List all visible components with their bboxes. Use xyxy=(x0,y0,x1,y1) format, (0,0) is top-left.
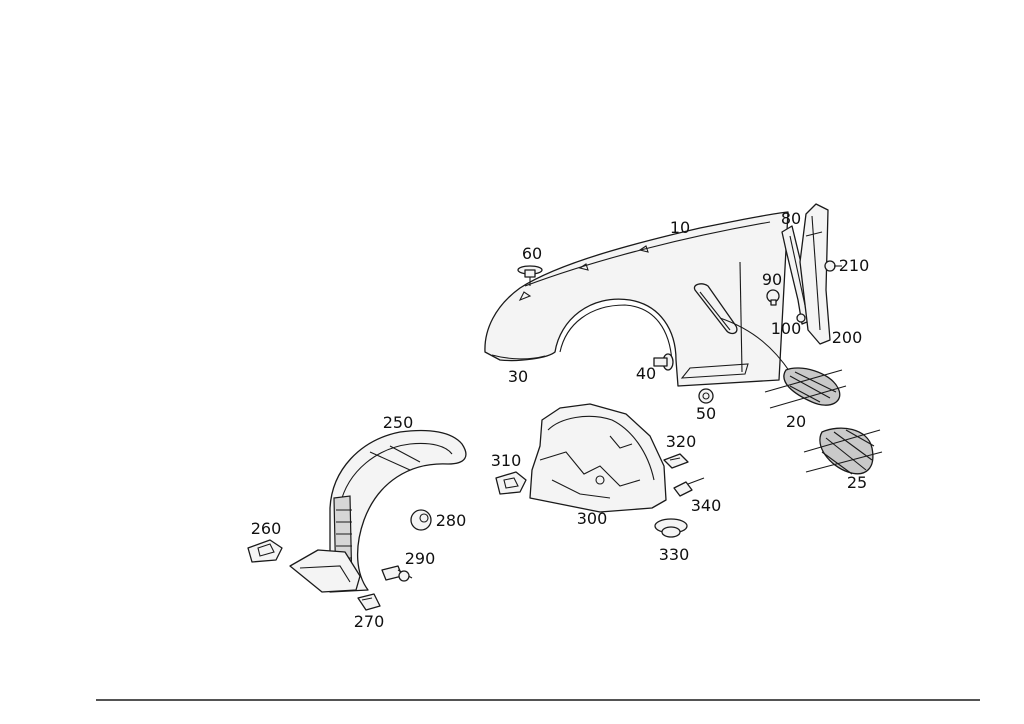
label-50: 50 xyxy=(696,404,716,423)
screw-part-210 xyxy=(824,260,842,272)
label-330: 330 xyxy=(659,545,690,564)
label-25: 25 xyxy=(847,473,867,492)
label-20: 20 xyxy=(786,412,806,431)
label-320: 320 xyxy=(666,432,697,451)
grille-part-25 xyxy=(803,427,883,475)
label-270: 270 xyxy=(354,612,385,631)
grommet-part-280 xyxy=(410,509,432,531)
fender-part-10 xyxy=(484,211,789,387)
wheel-liner-part-250 xyxy=(289,429,467,593)
clip-part-260 xyxy=(247,539,283,563)
label-30: 30 xyxy=(508,367,528,386)
label-310: 310 xyxy=(491,451,522,470)
bolt-part-40 xyxy=(653,353,674,371)
label-60: 60 xyxy=(522,244,542,263)
label-100: 100 xyxy=(771,319,802,338)
label-260: 260 xyxy=(251,519,282,538)
label-10: 10 xyxy=(670,218,690,237)
label-300: 300 xyxy=(577,509,608,528)
leader-line-20 xyxy=(719,317,791,373)
clip-part-320 xyxy=(663,453,689,469)
label-40: 40 xyxy=(636,364,656,383)
grommet-part-330 xyxy=(654,518,688,538)
pillar-part-200 xyxy=(799,203,831,345)
label-210: 210 xyxy=(839,256,870,275)
nut-part-50 xyxy=(698,388,714,404)
clip-part-270 xyxy=(357,593,381,611)
rivet-part-290 xyxy=(381,565,413,582)
rivet-part-340 xyxy=(673,477,705,497)
label-90: 90 xyxy=(762,270,782,289)
label-250: 250 xyxy=(383,413,414,432)
label-280: 280 xyxy=(436,511,467,530)
clip-part-60 xyxy=(517,265,543,286)
label-290: 290 xyxy=(405,549,436,568)
wheel-liner-part-300 xyxy=(529,403,667,513)
screw-part-90 xyxy=(766,289,780,306)
label-340: 340 xyxy=(691,496,722,515)
screw-part-100 xyxy=(796,313,806,323)
label-200: 200 xyxy=(832,328,863,347)
label-80: 80 xyxy=(781,209,801,228)
grille-part-20 xyxy=(764,367,847,409)
clip-part-310 xyxy=(495,471,527,495)
